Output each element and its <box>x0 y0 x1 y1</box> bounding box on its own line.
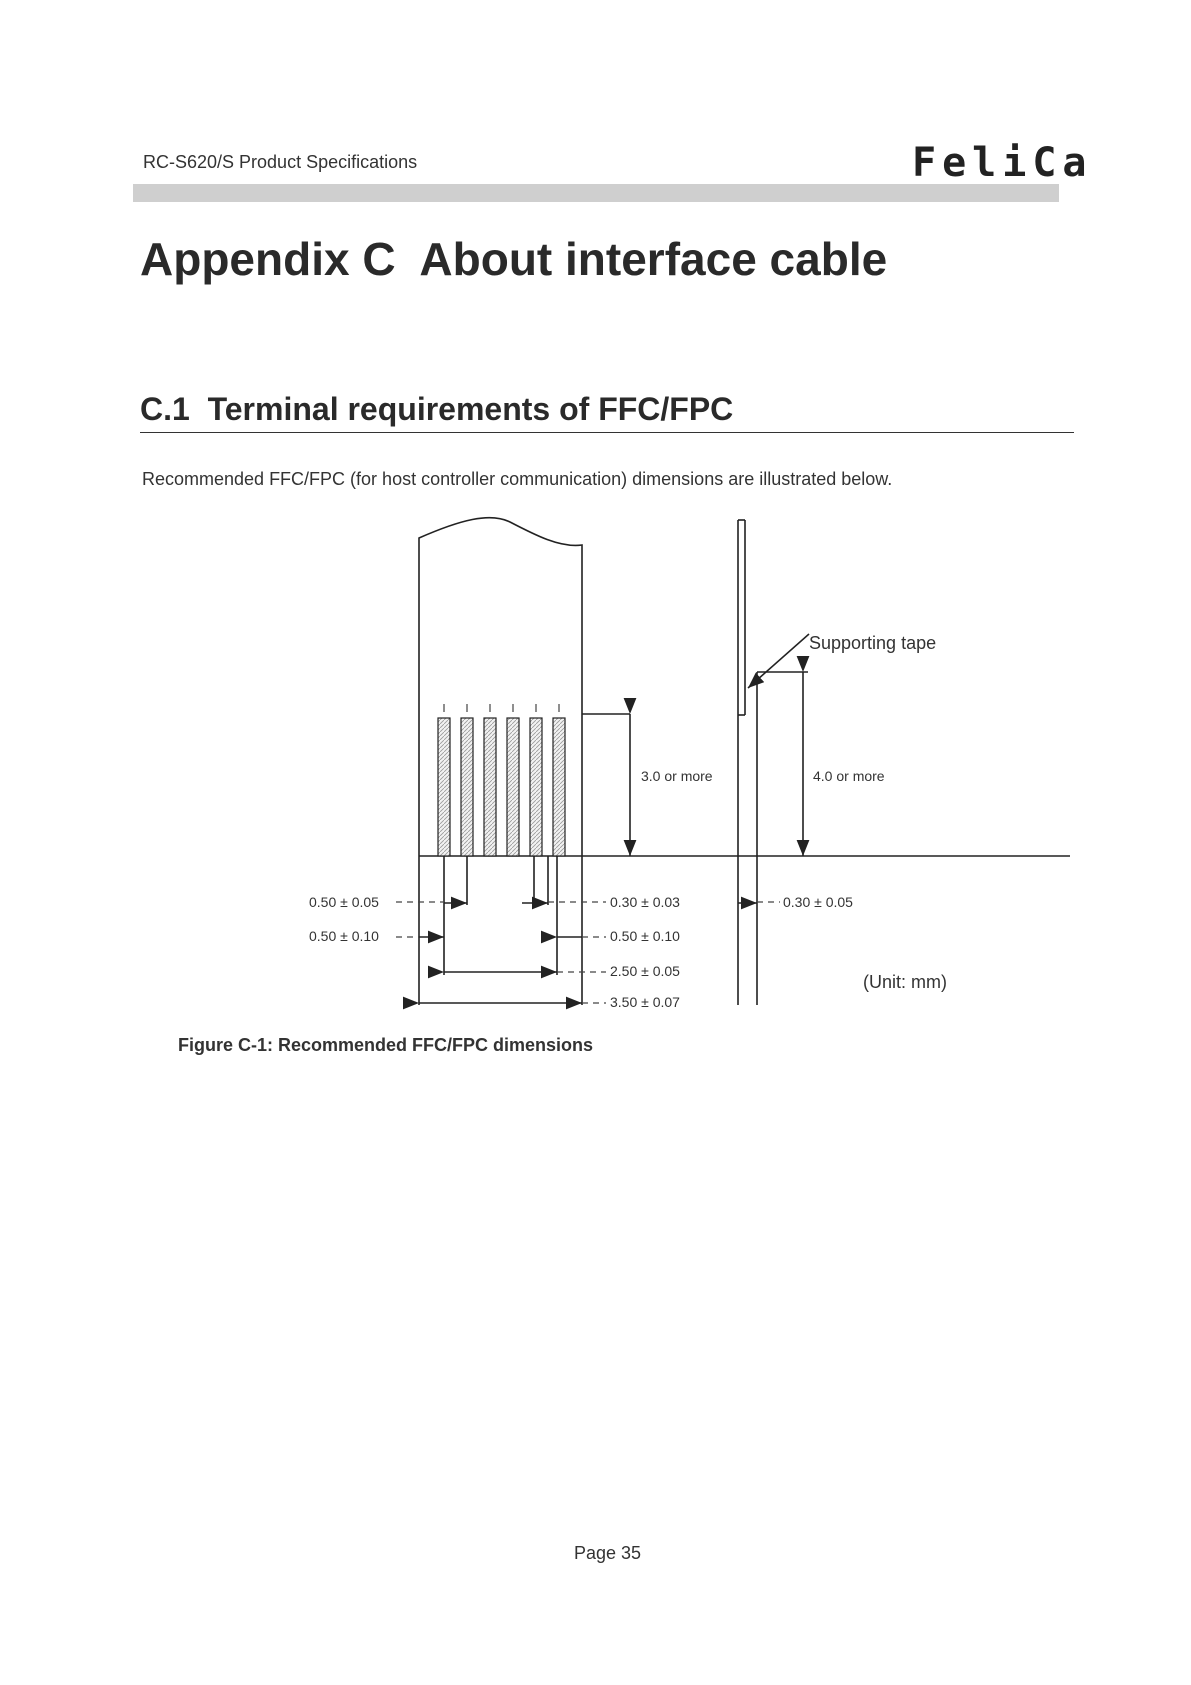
dim-side-label: 0.30 ± 0.05 <box>783 894 853 910</box>
section-rule <box>140 432 1074 433</box>
figure-caption: Figure C-1: Recommended FFC/FPC dimensio… <box>178 1035 594 1055</box>
dim-right-4-label: 3.50 ± 0.07 <box>610 994 680 1010</box>
cable-outline <box>418 516 583 856</box>
terminal-4 <box>506 717 520 857</box>
terminal-3 <box>483 717 497 857</box>
felica-logo: FeliCa <box>912 140 1093 186</box>
dim-3-0-label: 3.0 or more <box>641 768 713 784</box>
intro-text: Recommended FFC/FPC (for host controller… <box>142 469 893 489</box>
page-number: Page 35 <box>574 1543 642 1563</box>
ffc-fpc-dimension-drawing: Supporting tape 3.0 or more 4.0 or more … <box>309 516 1070 1010</box>
dim-left-2-label: 0.50 ± 0.10 <box>309 928 379 944</box>
header-bar <box>133 184 1059 202</box>
dim-right-1-label: 0.30 ± 0.03 <box>610 894 680 910</box>
dim-right-2-label: 0.50 ± 0.10 <box>610 928 680 944</box>
appendix-title: Appendix C About interface cable <box>140 233 888 285</box>
unit-label: (Unit: mm) <box>863 972 947 992</box>
supporting-tape-leader <box>747 633 810 689</box>
terminal-1 <box>437 717 451 857</box>
dim-4-0-label: 4.0 or more <box>813 768 885 784</box>
terminal-6 <box>552 717 566 857</box>
dim-right-3-label: 2.50 ± 0.05 <box>610 963 680 979</box>
section-heading: C.1 Terminal requirements of FFC/FPC <box>140 391 734 427</box>
terminal-2 <box>460 717 474 857</box>
dim-left-1-label: 0.50 ± 0.05 <box>309 894 379 910</box>
terminal-5 <box>529 717 543 857</box>
terminals <box>437 717 566 857</box>
document-title: RC-S620/S Product Specifications <box>143 152 418 172</box>
supporting-tape-label: Supporting tape <box>809 633 936 653</box>
